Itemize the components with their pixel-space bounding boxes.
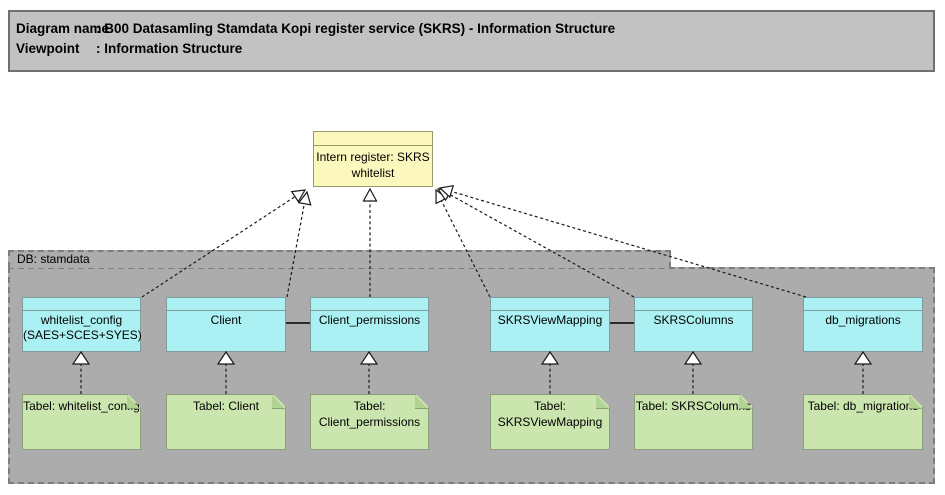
node-client-permissions[interactable]: Client_permissions	[310, 297, 429, 352]
node-intern-register-skrs-whitelist[interactable]: Intern register: SKRS whitelist	[313, 131, 433, 187]
node-header-compartment	[23, 298, 140, 311]
realization-arrowhead	[438, 184, 455, 199]
realization-arrowhead	[290, 189, 307, 203]
realization-arrowhead	[297, 190, 312, 206]
node-label: db_migrations	[825, 313, 901, 327]
diagram-name-value: : B00 Datasamling Stamdata Kopi register…	[96, 21, 616, 36]
node-label: Client	[210, 313, 242, 327]
note-tabel-skrscolumns[interactable]: Tabel: SKRSColumns	[634, 394, 753, 450]
group-db-stamdata-label: DB: stamdata	[17, 252, 90, 266]
node-label: Client_permissions	[318, 313, 421, 327]
diagram-name-label: Diagram name	[16, 21, 110, 36]
note-label: Tabel: whitelist_config	[23, 399, 140, 413]
note-tabel-whitelist-config[interactable]: Tabel: whitelist_config	[22, 394, 141, 450]
group-db-stamdata-tab[interactable]: DB: stamdata	[8, 250, 671, 268]
node-skrscolumns[interactable]: SKRSColumns	[634, 297, 753, 352]
diagram-name-row: Diagram name : B00 Datasamling Stamdata …	[16, 19, 933, 39]
node-label: Intern register: SKRS whitelist	[316, 150, 430, 180]
group-db-stamdata-body[interactable]	[8, 267, 935, 484]
note-tabel-client[interactable]: Tabel: Client	[166, 394, 286, 450]
note-tabel-client-permissions[interactable]: Tabel: Client_permissions	[310, 394, 429, 450]
node-header-compartment	[804, 298, 922, 311]
node-header-compartment	[314, 132, 432, 146]
realization-arrowhead	[362, 187, 378, 202]
diagram-title-block: Diagram name : B00 Datasamling Stamdata …	[8, 10, 935, 72]
node-header-compartment	[491, 298, 609, 311]
node-whitelist-config[interactable]: whitelist_config (SAES+SCES+SYES)	[22, 297, 142, 352]
note-tabel-skrsviewmapping[interactable]: Tabel: SKRSViewMapping	[490, 394, 610, 450]
node-label: SKRSViewMapping	[497, 313, 603, 327]
node-label: whitelist_config (SAES+SCES+SYES)	[23, 313, 142, 342]
node-label: SKRSColumns	[653, 313, 734, 327]
note-label: Tabel: db_migrations	[807, 399, 919, 413]
node-client[interactable]: Client	[166, 297, 286, 352]
note-label: Tabel: Client_permissions	[318, 399, 421, 429]
note-label: Tabel: Client	[192, 399, 260, 413]
viewpoint-label: Viewpoint	[16, 41, 80, 56]
node-skrsviewmapping[interactable]: SKRSViewMapping	[490, 297, 610, 352]
realization-arrowhead	[436, 188, 453, 202]
note-label: Tabel: SKRSViewMapping	[497, 399, 603, 429]
node-db-migrations[interactable]: db_migrations	[803, 297, 923, 352]
note-label: Tabel: SKRSColumns	[635, 399, 752, 413]
viewpoint-row: Viewpoint : Information Structure	[16, 39, 933, 59]
realization-arrowhead	[435, 188, 448, 205]
note-tabel-db-migrations[interactable]: Tabel: db_migrations	[803, 394, 923, 450]
node-header-compartment	[635, 298, 752, 311]
viewpoint-value: : Information Structure	[96, 41, 243, 56]
node-header-compartment	[167, 298, 285, 311]
node-header-compartment	[311, 298, 428, 311]
